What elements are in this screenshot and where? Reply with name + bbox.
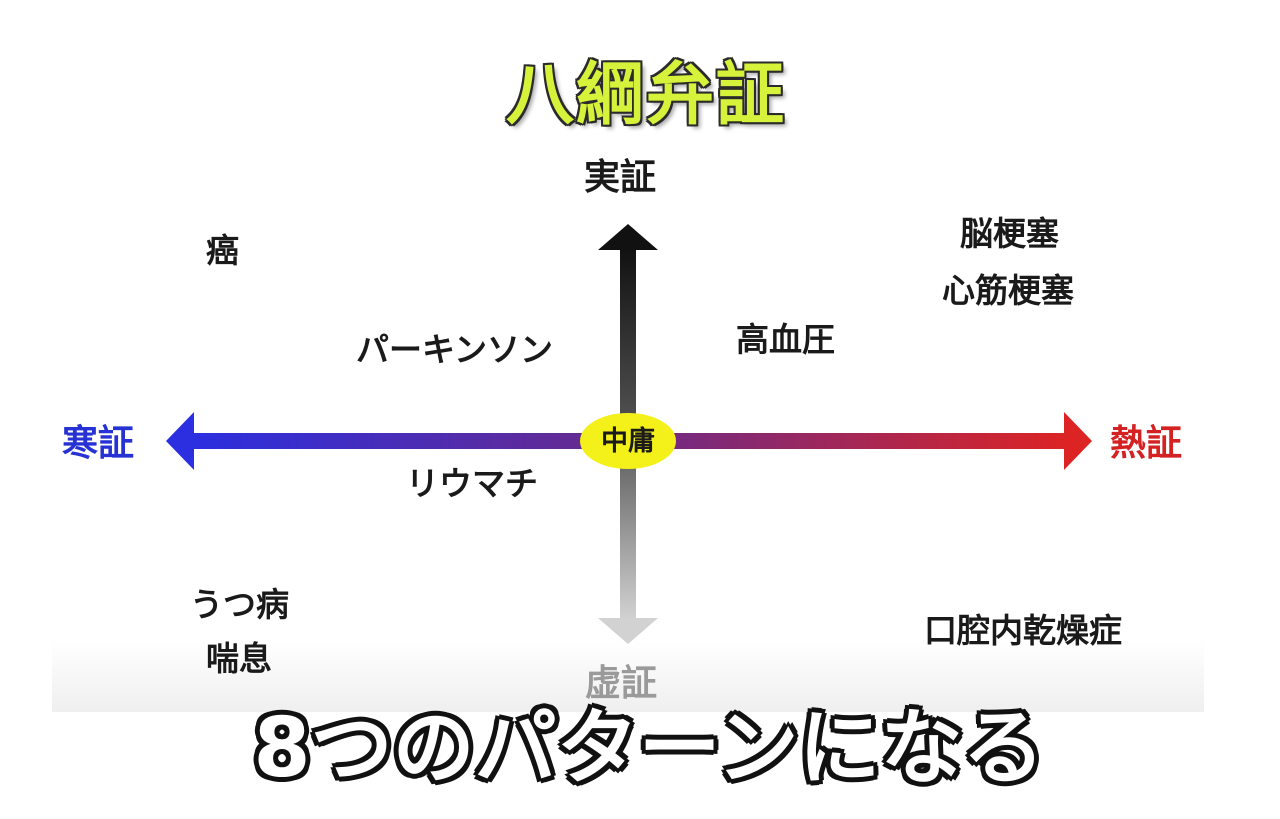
axis-label-excess: 実証 — [584, 157, 657, 198]
condition-label: 心筋梗塞 — [942, 271, 1074, 310]
axis-label-heat: 熱証 — [1110, 423, 1183, 464]
axis-label-deficiency: 虚証 — [585, 663, 658, 704]
condition-label: 高血圧 — [736, 320, 835, 359]
cold-arrowhead — [166, 412, 194, 470]
condition-label: うつ病 — [190, 585, 289, 624]
axis-label-cold: 寒証 — [62, 423, 135, 464]
condition-label: 口腔内乾燥症 — [924, 611, 1122, 650]
condition-label: 喘息 — [206, 639, 272, 678]
excess-arrowhead — [598, 224, 658, 250]
heat-arrowhead — [1064, 412, 1092, 470]
condition-label: 脳梗塞 — [960, 214, 1059, 253]
center-label: 中庸 — [601, 425, 655, 457]
video-caption: 8つのパターンになる — [253, 701, 1045, 796]
condition-label: リウマチ — [406, 464, 538, 503]
deficiency-arrowhead — [598, 618, 658, 644]
diagram-title: 八綱弁証 — [505, 56, 786, 135]
center-badge: 中庸 — [580, 413, 676, 469]
slide-bottom-fade — [52, 640, 1204, 712]
condition-label: 癌 — [206, 231, 239, 270]
condition-label: パーキンソン — [356, 330, 554, 369]
